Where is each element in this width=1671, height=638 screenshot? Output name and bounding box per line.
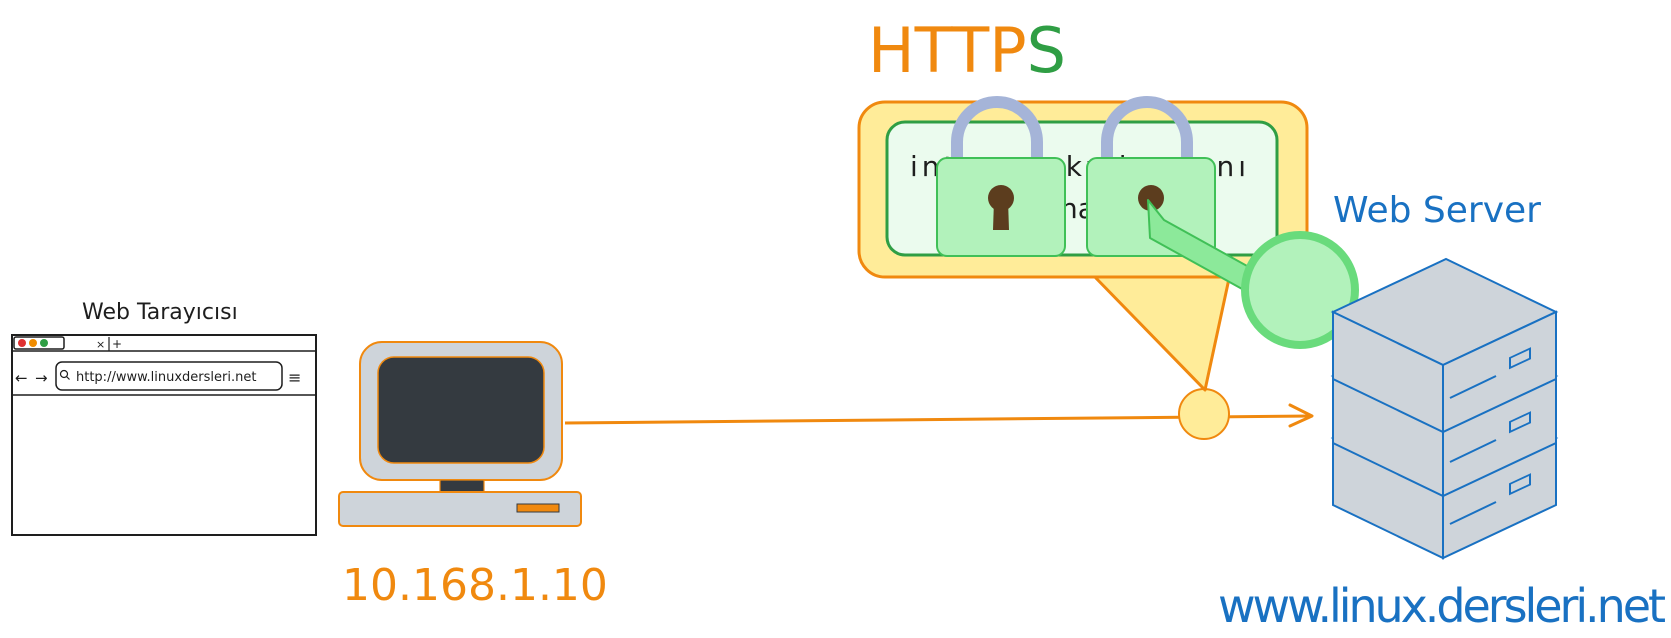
browser-label: Web Tarayıcısı xyxy=(82,300,238,325)
https-title: HTTPS xyxy=(868,14,1066,87)
padlock-icon xyxy=(936,96,1066,257)
https-callout: HTTPS internet kullanıcını na xyxy=(857,14,1359,392)
web-server: Web Server www.linux.dersleri.net xyxy=(1218,190,1666,633)
server-unit-top xyxy=(1330,257,1559,434)
monitor-screen xyxy=(377,356,545,464)
connection-arrow xyxy=(564,388,1314,440)
packet-node xyxy=(1178,388,1230,440)
address-bar-url[interactable]: http://www.linuxdersleri.net xyxy=(76,370,256,385)
web-server-label: Web Server xyxy=(1333,190,1541,231)
window-close-dot[interactable] xyxy=(18,339,26,347)
search-icon xyxy=(59,369,69,379)
computer-base xyxy=(338,491,582,527)
arrow-head xyxy=(1288,403,1314,428)
key-icon xyxy=(1147,199,1359,349)
tab-close-icon[interactable]: × xyxy=(96,338,105,351)
client-ip-address: 10.168.1.10 xyxy=(342,560,608,611)
monitor-stand xyxy=(439,479,485,493)
window-minimize-dot[interactable] xyxy=(29,339,37,347)
client-computer: 10.168.1.10 xyxy=(338,341,608,611)
callout-tail xyxy=(1090,272,1232,392)
web-browser: Web Tarayıcısı × + ← → http://www.linuxd… xyxy=(11,300,317,536)
window-maximize-dot[interactable] xyxy=(40,339,48,347)
server-domain: www.linux.dersleri.net xyxy=(1218,579,1666,633)
search-icon-handle xyxy=(66,376,70,380)
forward-arrow-icon[interactable]: → xyxy=(35,369,48,387)
address-bar[interactable] xyxy=(55,361,283,391)
hamburger-menu-icon[interactable]: ≡ xyxy=(288,368,301,387)
new-tab-icon[interactable]: + xyxy=(112,337,122,351)
browser-tab[interactable] xyxy=(13,336,65,350)
disk-drive-slot xyxy=(516,503,560,513)
back-arrow-icon[interactable]: ← xyxy=(15,369,28,387)
